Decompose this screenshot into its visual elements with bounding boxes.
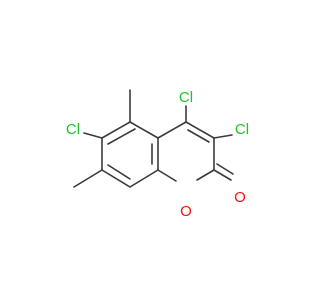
atom-label-ring-oxygen: O	[180, 203, 192, 220]
bond-c7-methyl	[73, 169, 103, 188]
bond-c3-cl	[213, 134, 233, 139]
bond-c2-o-carbonyl	[213, 169, 232, 181]
bond-c5-c6	[101, 121, 131, 139]
bond-o1-c8a	[157, 169, 177, 182]
bond-c7-c8	[101, 169, 131, 188]
atom-label-cl-6: Cl	[66, 121, 80, 138]
bond-c8-c8a	[129, 169, 159, 188]
atom-label-carbonyl-oxygen: O	[234, 189, 246, 206]
bond-c6-cl	[83, 132, 103, 139]
bond-c2-o-carbonyl-double	[216, 163, 234, 175]
bond-c4-c3	[185, 121, 215, 139]
bond-c3-c4-inner	[187, 129, 210, 143]
bond-c4a-c5	[129, 121, 159, 139]
bond-c2-o1	[196, 169, 215, 181]
molecule-canvas: Cl Cl Cl O O	[65, 88, 250, 220]
atom-label-cl-3: Cl	[235, 121, 249, 138]
bond-c5-c6-inner	[107, 128, 136, 145]
molecule-structure: Cl Cl Cl O O	[66, 89, 249, 220]
bond-c4a-c4	[157, 121, 187, 139]
bond-group	[73, 89, 234, 188]
bond-c7-c8-inner	[107, 164, 131, 180]
atom-label-cl-4: Cl	[179, 89, 193, 106]
